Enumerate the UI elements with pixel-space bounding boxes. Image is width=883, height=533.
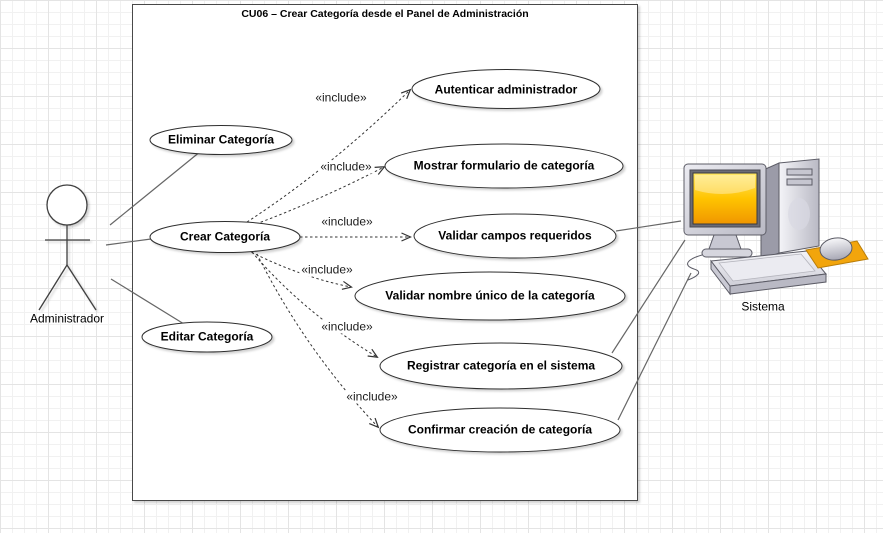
include-label-confirmar: «include» — [344, 389, 400, 404]
actor-label: Administrador — [29, 311, 105, 326]
monitor-screen — [692, 172, 758, 225]
keyboard-side — [710, 259, 731, 296]
usecase-label-validar-nombre-unico: Validar nombre único de la categoría — [385, 288, 595, 303]
include-label-autenticar: «include» — [313, 90, 369, 105]
association-administrador-crear — [105, 238, 152, 246]
usecase-ellipse-autenticar-administrador — [411, 69, 601, 109]
include-label-mostrar: «include» — [318, 159, 374, 174]
usecase-ellipse-validar-campos — [413, 213, 617, 259]
actor-right-leg — [66, 264, 97, 311]
usecase-ellipse-confirmar-creacion — [379, 407, 621, 453]
include-label-validar-nombre: «include» — [299, 262, 355, 277]
system-association-lines — [611, 220, 692, 421]
actor-stick-figure — [38, 184, 97, 311]
usecase-label-eliminar-categoria: Eliminar Categoría — [167, 132, 275, 147]
tower-drive-bay — [786, 168, 813, 176]
use-case-ellipses — [141, 69, 626, 453]
system-label: Sistema — [741, 299, 785, 314]
keyboard-keys — [718, 253, 816, 282]
usecase-ellipse-eliminar-categoria — [149, 125, 293, 155]
usecase-label-autenticar-administrador: Autenticar administrador — [434, 82, 578, 97]
usecase-label-confirmar-creacion: Confirmar creación de categoría — [407, 422, 593, 437]
usecase-ellipse-editar-categoria — [141, 321, 273, 353]
association-registrar-sistema — [611, 239, 686, 354]
include-label-registrar: «include» — [319, 319, 375, 334]
association-administrador-eliminar — [109, 150, 202, 226]
cable — [687, 254, 703, 281]
usecase-label-validar-campos: Validar campos requeridos — [438, 228, 592, 243]
tower-vent — [788, 198, 810, 230]
actor-left-leg — [38, 264, 68, 311]
monitor-base — [701, 248, 753, 258]
usecase-label-crear-categoria: Crear Categoría — [179, 229, 271, 244]
include-label-validar-campos: «include» — [319, 214, 375, 229]
usecase-ellipse-crear-categoria — [149, 221, 301, 253]
system-computer-icon — [683, 158, 869, 296]
screen-gloss — [695, 175, 755, 195]
include-edge-mostrar — [255, 166, 386, 225]
actor-association-lines — [105, 150, 202, 325]
monitor-neck — [708, 234, 742, 250]
usecase-label-editar-categoria: Editar Categoría — [160, 329, 254, 344]
tower-drive-bay — [786, 178, 813, 186]
mouse — [819, 237, 853, 261]
association-administrador-editar — [110, 278, 185, 325]
frame-title: CU06 – Crear Categoría desde el Panel de… — [241, 8, 529, 21]
usecase-ellipse-registrar-categoria — [379, 342, 623, 390]
association-validar-campos-sistema — [615, 220, 682, 232]
usecase-label-mostrar-formulario: Mostrar formulario de categoría — [413, 158, 595, 173]
association-confirmar-sistema — [617, 272, 692, 421]
usecase-ellipse-mostrar-formulario — [384, 143, 624, 189]
actor-head — [46, 184, 88, 226]
usecase-ellipse-validar-nombre-unico — [354, 271, 626, 321]
include-edge-confirmar — [256, 253, 380, 429]
usecase-label-registrar-categoria: Registrar categoría en el sistema — [406, 358, 596, 373]
